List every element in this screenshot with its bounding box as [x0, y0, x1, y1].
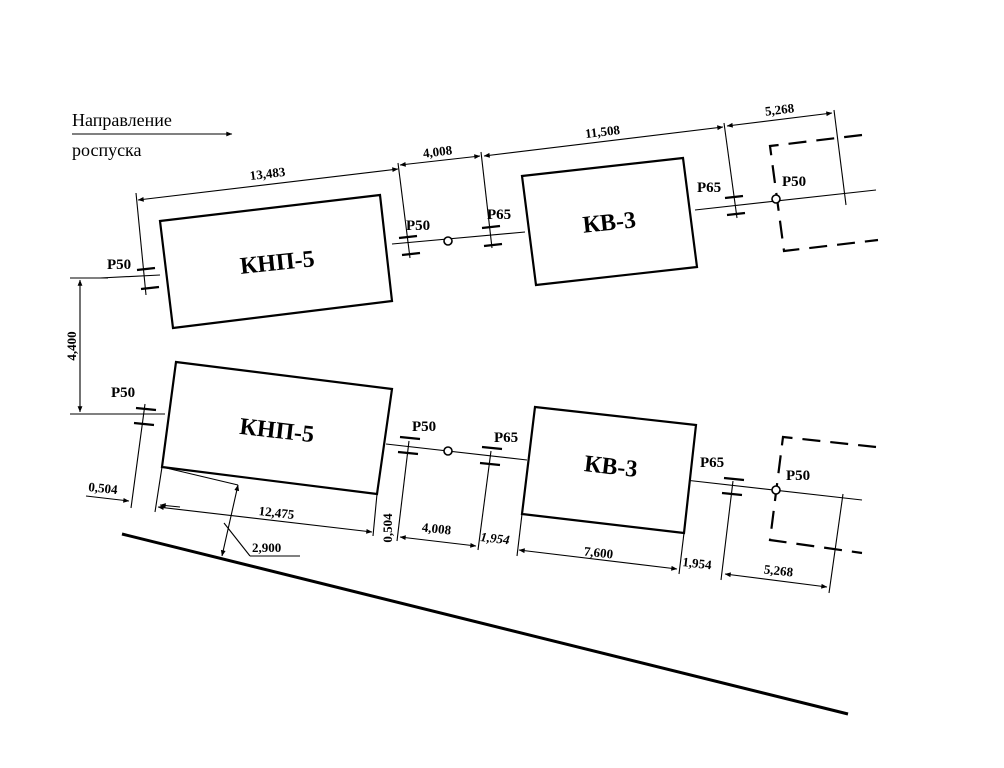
bot-dim-0504-mid: 0,504 [380, 513, 395, 543]
top-p50-left-label: Р50 [107, 257, 131, 273]
top-mid-node [443, 236, 453, 246]
top-p65-mid-label: Р65 [487, 207, 511, 223]
ground-line [121, 532, 849, 716]
bot-dim-4008: 4,008 [421, 519, 452, 537]
top-dim-line-5268 [726, 111, 833, 128]
bot-dim-line-12475 [157, 505, 373, 534]
top-wagon-knp5 [158, 193, 394, 330]
bot-dim-line-0504-left [85, 495, 130, 503]
direction-label-line1: Направление [72, 110, 172, 130]
top-dim-line-13483 [137, 167, 399, 202]
bot-dim-12475: 12,475 [258, 503, 296, 522]
top-p50-right-label: Р50 [782, 174, 806, 190]
bot-dim-0504-left: 0,504 [88, 479, 119, 497]
bot-dim-5268: 5,268 [763, 561, 794, 579]
top-dim-4008: 4,008 [422, 142, 453, 160]
bot-ref-line [161, 466, 239, 486]
bot-dim-line-4008 [399, 535, 477, 548]
bot-p65-right-label: Р65 [700, 455, 724, 471]
bot-p50-left-label: Р50 [111, 385, 135, 401]
top-next-wagon-dashed [768, 133, 879, 253]
top-dim-5268: 5,268 [764, 100, 795, 118]
bot-dim-1954-b: 1,954 [682, 554, 713, 572]
top-extension-lines [135, 109, 847, 296]
top-wagon-kv3 [520, 156, 699, 287]
top-right-node [771, 194, 781, 204]
bot-dim-7600: 7,600 [583, 543, 614, 561]
top-dim-13483: 13,483 [249, 164, 287, 183]
top-mid-coupling-line [391, 231, 526, 245]
direction-label-line2: роспуска [72, 140, 142, 160]
bot-dim-leader-2900 [223, 522, 251, 557]
bot-next-wagon-dashed [768, 435, 877, 555]
top-train: КНП-5 КВ-3 Р50 Р50 Р65 Р65 Р50 [99, 100, 879, 330]
top-wagon-kv3-label: КВ-3 [581, 207, 637, 238]
bot-dim-line-7600 [518, 548, 678, 571]
bot-wagon-kv3-label: КВ-3 [583, 451, 639, 483]
top-dim-11508: 11,508 [584, 122, 621, 141]
top-dim-line-4008 [399, 154, 481, 167]
bot-p50-mid-label: Р50 [412, 419, 436, 435]
bot-dim-line-0504-left-b [159, 503, 181, 508]
bottom-train: КНП-5 КВ-3 Р50 Р50 Р65 Р65 Р50 [70, 360, 877, 594]
top-left-coupling-line [99, 274, 161, 279]
top-dim-line-11508 [483, 125, 724, 158]
top-right-coupling-line [694, 189, 877, 211]
top-p65-right-label: Р65 [697, 180, 721, 196]
bot-p50-right-label: Р50 [786, 468, 810, 484]
bot-extension-lines [130, 403, 844, 594]
bot-dim-line-2900 [220, 484, 240, 557]
bot-mid-coupling-line [385, 443, 528, 461]
bot-dim-1954-a: 1,954 [480, 529, 511, 547]
bot-mid-node [443, 446, 453, 456]
bot-dim-2900: 2,900 [252, 540, 281, 555]
bot-right-node [771, 485, 781, 495]
bot-dim-line-5268 [724, 572, 828, 589]
direction-indicator: Направление роспуска [72, 110, 233, 160]
vert-dim-4400: 4,400 [64, 331, 79, 360]
bot-coupler-ticks [133, 406, 745, 497]
bot-p65-mid-label: Р65 [494, 430, 518, 446]
top-p50-mid-label: Р50 [406, 218, 430, 234]
